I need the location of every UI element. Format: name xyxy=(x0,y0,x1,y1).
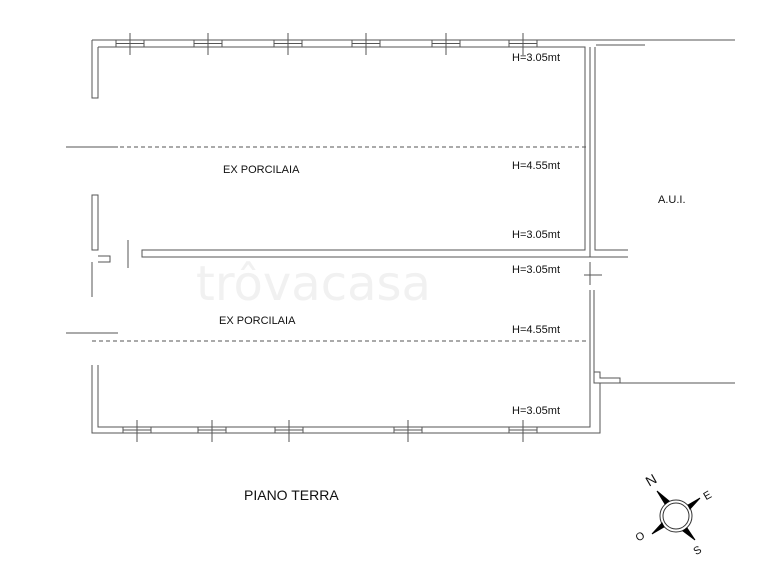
room-label: EX PORCILAIA xyxy=(219,315,296,327)
adjacent-unit-label: A.U.I. xyxy=(658,194,686,206)
compass-rose-icon xyxy=(651,490,701,541)
height-label: H=3.05mt xyxy=(512,405,560,417)
height-label: H=3.05mt xyxy=(512,229,560,241)
height-label: H=3.05mt xyxy=(512,264,560,276)
walls xyxy=(66,39,735,434)
dashed-lines xyxy=(92,146,588,342)
room-label: EX PORCILAIA xyxy=(223,164,300,176)
height-label: H=4.55mt xyxy=(512,160,560,172)
windows xyxy=(115,33,538,442)
height-label: H=3.05mt xyxy=(512,52,560,64)
watermark: trôvacasa xyxy=(196,256,431,312)
height-label: H=4.55mt xyxy=(512,324,560,336)
plan-title: PIANO TERRA xyxy=(244,487,339,503)
